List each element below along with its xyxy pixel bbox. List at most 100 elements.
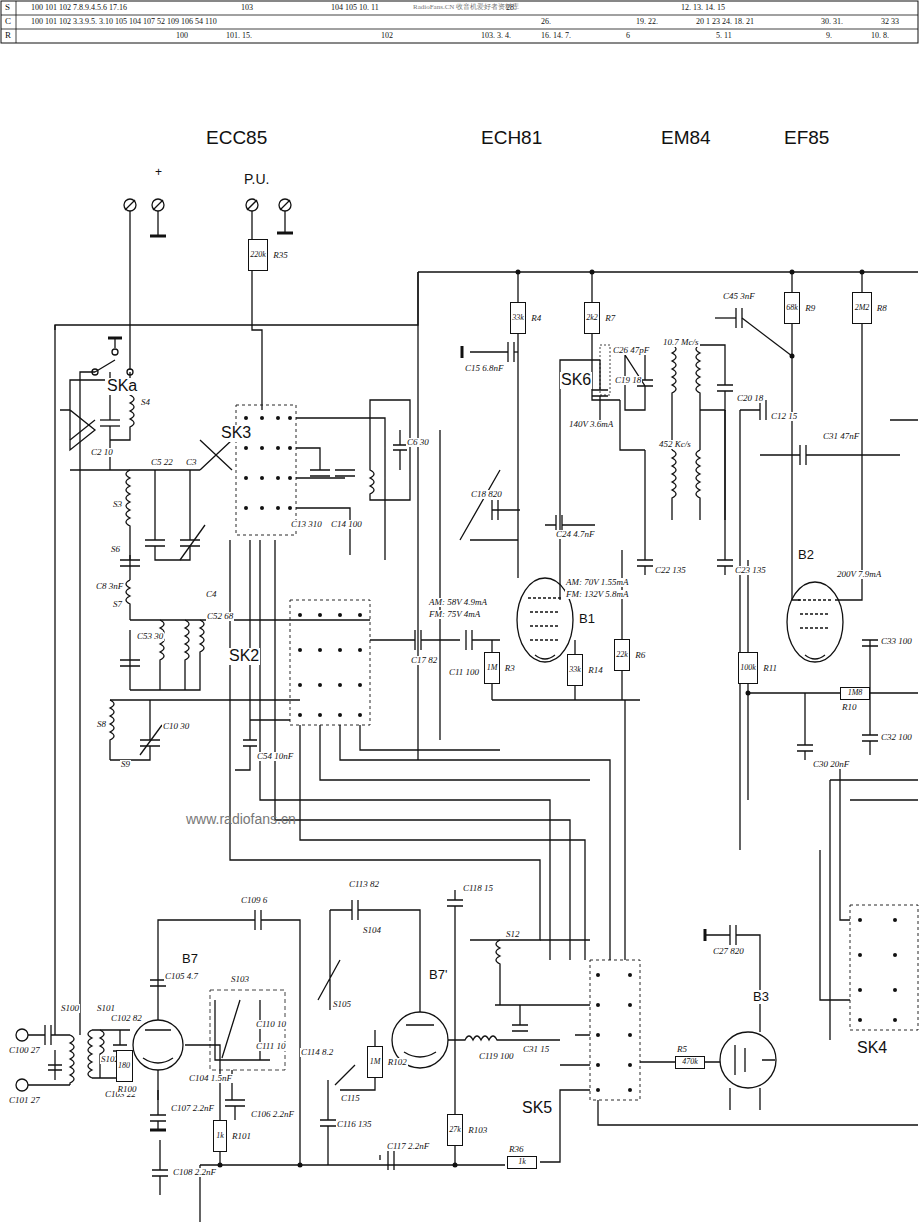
part-label: P.U. <box>243 172 270 187</box>
resistor-value: 22k <box>616 651 628 659</box>
part-label: EF85 <box>783 128 830 148</box>
component-label: C117 2.2nF <box>386 1142 430 1151</box>
resistor-value: 2k2 <box>586 314 598 322</box>
component-label: C118 15 <box>462 884 494 893</box>
component-label: C119 100 <box>478 1052 515 1061</box>
component-label: 100 101 102 7.8.9.4.5.6 17.16 <box>30 4 128 12</box>
resistor-name: R4 <box>530 314 542 323</box>
component-label: C54 10nF <box>256 752 294 761</box>
part-label: B1 <box>578 612 596 626</box>
resistor-symbol: 68kR9 <box>784 292 801 324</box>
part-label: SK5 <box>521 1100 553 1117</box>
component-label: C2 10 <box>90 448 114 457</box>
part-label: www.radiofans.cn <box>185 812 297 827</box>
resistor-value: 100k <box>740 664 756 672</box>
component-label: S9 <box>120 760 131 769</box>
component-label: C14 100 <box>330 520 363 529</box>
component-label: R <box>4 31 12 40</box>
component-label: C33 100 <box>880 637 913 646</box>
component-label: 32 33 <box>880 18 900 26</box>
component-label: 102 <box>380 32 394 40</box>
resistor-name: R103 <box>467 1126 488 1135</box>
component-label: 200V 7.9mA <box>836 570 882 579</box>
resistor-name: R101 <box>231 1132 252 1141</box>
component-label: C3 <box>185 458 198 467</box>
resistor-name: R7 <box>604 314 616 323</box>
component-label: S4 <box>140 398 151 407</box>
component-label: 16. 14. 7. <box>540 32 572 40</box>
component-label: 100 101 102 3.3.9.5. 3.10 105 104 107 52… <box>30 18 218 26</box>
component-label: C52 68 <box>206 612 234 621</box>
part-label: B2 <box>797 548 815 562</box>
component-label: C11 100 <box>448 668 480 677</box>
component-label: C116 135 <box>336 1120 373 1129</box>
component-label: C24 4.7nF <box>555 530 596 539</box>
component-label: S <box>4 3 11 12</box>
part-label: B3 <box>752 990 770 1004</box>
component-label: 10. 8. <box>870 32 890 40</box>
resistor-name: R5 <box>676 1045 688 1054</box>
component-label: 12. 13. 14. 15 <box>680 4 726 12</box>
component-label: C10 30 <box>162 722 190 731</box>
component-label: C110 10 <box>255 1020 287 1029</box>
resistor-symbol: 27kR103 <box>447 1114 464 1146</box>
component-label: RadioFans.CN 收音机爱好者资料库 <box>412 4 520 11</box>
resistor-name: R36 <box>508 1145 525 1154</box>
component-label: S100 <box>60 1004 80 1013</box>
component-label: S103 <box>230 975 250 984</box>
part-label: B7 <box>181 952 199 966</box>
component-label: AM: 58V 4.9mA <box>428 598 488 607</box>
component-label: 30. 31. <box>820 18 844 26</box>
component-label: C5 22 <box>150 458 174 467</box>
resistor-symbol: 1MR102 <box>367 1046 383 1078</box>
component-label: AM: 70V 1.55mA <box>565 578 630 587</box>
component-label: S6 <box>110 545 121 554</box>
component-label: 103 <box>240 4 254 12</box>
component-label: C8 3nF <box>95 582 124 591</box>
component-label: C105 4.7 <box>164 972 199 981</box>
resistor-name: R11 <box>762 664 778 673</box>
resistor-value: 1M8 <box>848 689 863 697</box>
resistor-name: R102 <box>387 1058 408 1067</box>
component-label: C113 82 <box>348 880 380 889</box>
component-label: C45 3nF <box>722 292 756 301</box>
resistor-symbol: 100kR11 <box>738 652 759 684</box>
component-label: C101 27 <box>8 1096 41 1105</box>
component-label: 20 1 23 24. 18. 21 <box>695 18 755 26</box>
component-label: 103. 3. 4. <box>480 32 512 40</box>
component-label: C17 82 <box>410 656 438 665</box>
component-label: C31 15 <box>522 1045 550 1054</box>
resistor-symbol: 1kR36 <box>507 1156 537 1169</box>
resistor-symbol: 1MR3 <box>484 652 500 684</box>
component-label: C27 820 <box>712 947 745 956</box>
resistor-value: 1k <box>216 1132 224 1140</box>
component-label: S12 <box>505 930 521 939</box>
resistor-value: 33k <box>569 666 581 674</box>
component-label: S7 <box>112 600 123 609</box>
resistor-symbol: 1M8R10 <box>840 687 870 700</box>
part-label: SK4 <box>856 1040 888 1057</box>
component-label: 26. <box>540 18 552 26</box>
part-label: B7' <box>428 968 448 982</box>
component-label: C114 8.2 <box>300 1048 334 1057</box>
part-label: ECH81 <box>480 128 543 148</box>
component-label: C23 135 <box>734 566 767 575</box>
component-label: C32 100 <box>880 733 913 742</box>
resistor-symbol: 2M2R8 <box>852 292 872 324</box>
resistor-value: 33k <box>512 314 524 322</box>
part-label: ECC85 <box>205 128 268 148</box>
component-label: C15 6.8nF <box>464 364 505 373</box>
component-label: C6 30 <box>406 438 430 447</box>
component-label: S101 <box>96 1004 116 1013</box>
component-label: 452 Kc/s <box>658 440 692 449</box>
component-label: 19. 22. <box>635 18 659 26</box>
part-label: SK6 <box>560 372 592 389</box>
component-label: C26 47pF <box>612 346 650 355</box>
component-label: C102 82 <box>110 1014 143 1023</box>
component-label: C4 <box>205 590 218 599</box>
part-label: EM84 <box>660 128 712 148</box>
resistor-name: R8 <box>876 304 888 313</box>
component-label: C111 10 <box>255 1042 286 1051</box>
resistor-symbol: 220kR35 <box>248 239 269 271</box>
